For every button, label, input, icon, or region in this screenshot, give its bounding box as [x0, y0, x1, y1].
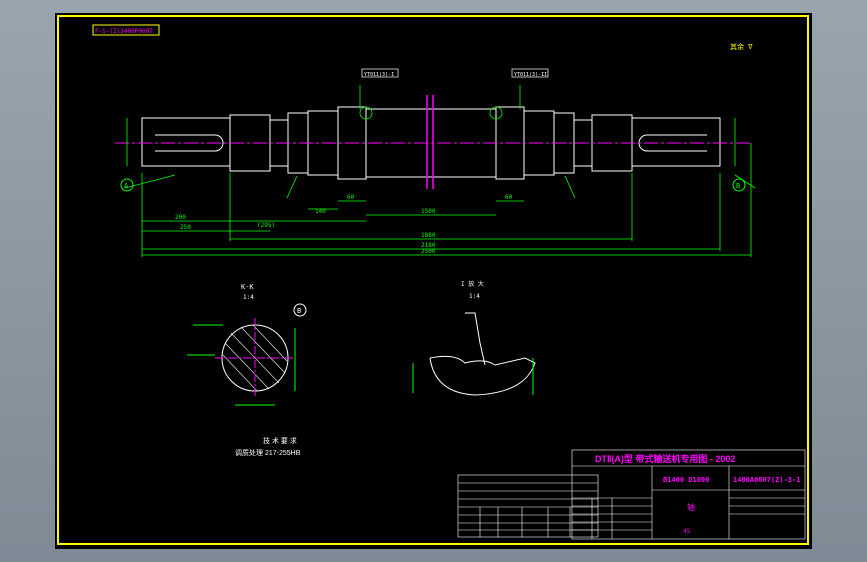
end-marker-a [120, 178, 134, 192]
tech-req-title: 技 术 要 求 [263, 436, 297, 445]
drawing-frame [57, 15, 809, 545]
title-block [571, 449, 806, 540]
detail-scale: 1:4 [469, 293, 480, 300]
top-code-box [92, 24, 160, 36]
section-ref-b [293, 303, 307, 317]
section-ref-b-label: B [297, 307, 301, 315]
dim-1500: 1500 [421, 208, 436, 215]
drawing-svg: F-S-(Z)3406P0007 其余 ∇ [57, 15, 809, 545]
dim-2180: 2180 [421, 242, 436, 249]
title-block-spec: B1400 D1000 [663, 476, 709, 484]
callout-box-right [511, 68, 549, 78]
cad-drawing-canvas[interactable]: F-S-(Z)3406P0007 其余 ∇ [55, 13, 812, 549]
callout-box-left [361, 68, 399, 78]
end-marker-b [732, 178, 746, 192]
dim-1880: 1880 [421, 232, 436, 239]
dim-250: 250 [180, 224, 191, 231]
flange-marks [426, 95, 434, 189]
detail-i-view [412, 312, 536, 396]
dimension-lines [124, 85, 756, 257]
end-label-b: B [736, 182, 740, 190]
callout-left: YT011(3)-I [364, 72, 394, 78]
title-block-material: 45 [683, 528, 691, 535]
dim-295: (295) [257, 222, 275, 229]
tech-req-line: 调质处理 217-255HB [235, 448, 301, 457]
section-kk-scale: 1:4 [243, 294, 254, 301]
dim-140: 140 [315, 208, 326, 215]
callout-right: YT011(3)-II [514, 72, 547, 78]
top-code-text: F-S-(Z)3406P0007 [95, 28, 153, 35]
roughness-note: 其余 ∇ [730, 42, 753, 51]
section-kk-view [187, 318, 296, 406]
title-block-drawing-number: 1400A08H7(Z)-3-1 [733, 476, 800, 484]
title-block-part-name: 轴 [687, 502, 695, 512]
end-label-a: A [124, 182, 129, 190]
title-block-title: DTⅡ(A)型 带式输送机专用图 - 2002 [595, 453, 735, 464]
dim-60-right: 60 [505, 194, 513, 201]
dim-2500: 2500 [421, 248, 436, 255]
dim-60-left: 60 [347, 194, 355, 201]
parameter-table [457, 474, 599, 538]
section-kk-title: K-K [241, 283, 254, 291]
detail-title: I 放 大 [461, 280, 484, 288]
dim-200: 200 [175, 214, 186, 221]
